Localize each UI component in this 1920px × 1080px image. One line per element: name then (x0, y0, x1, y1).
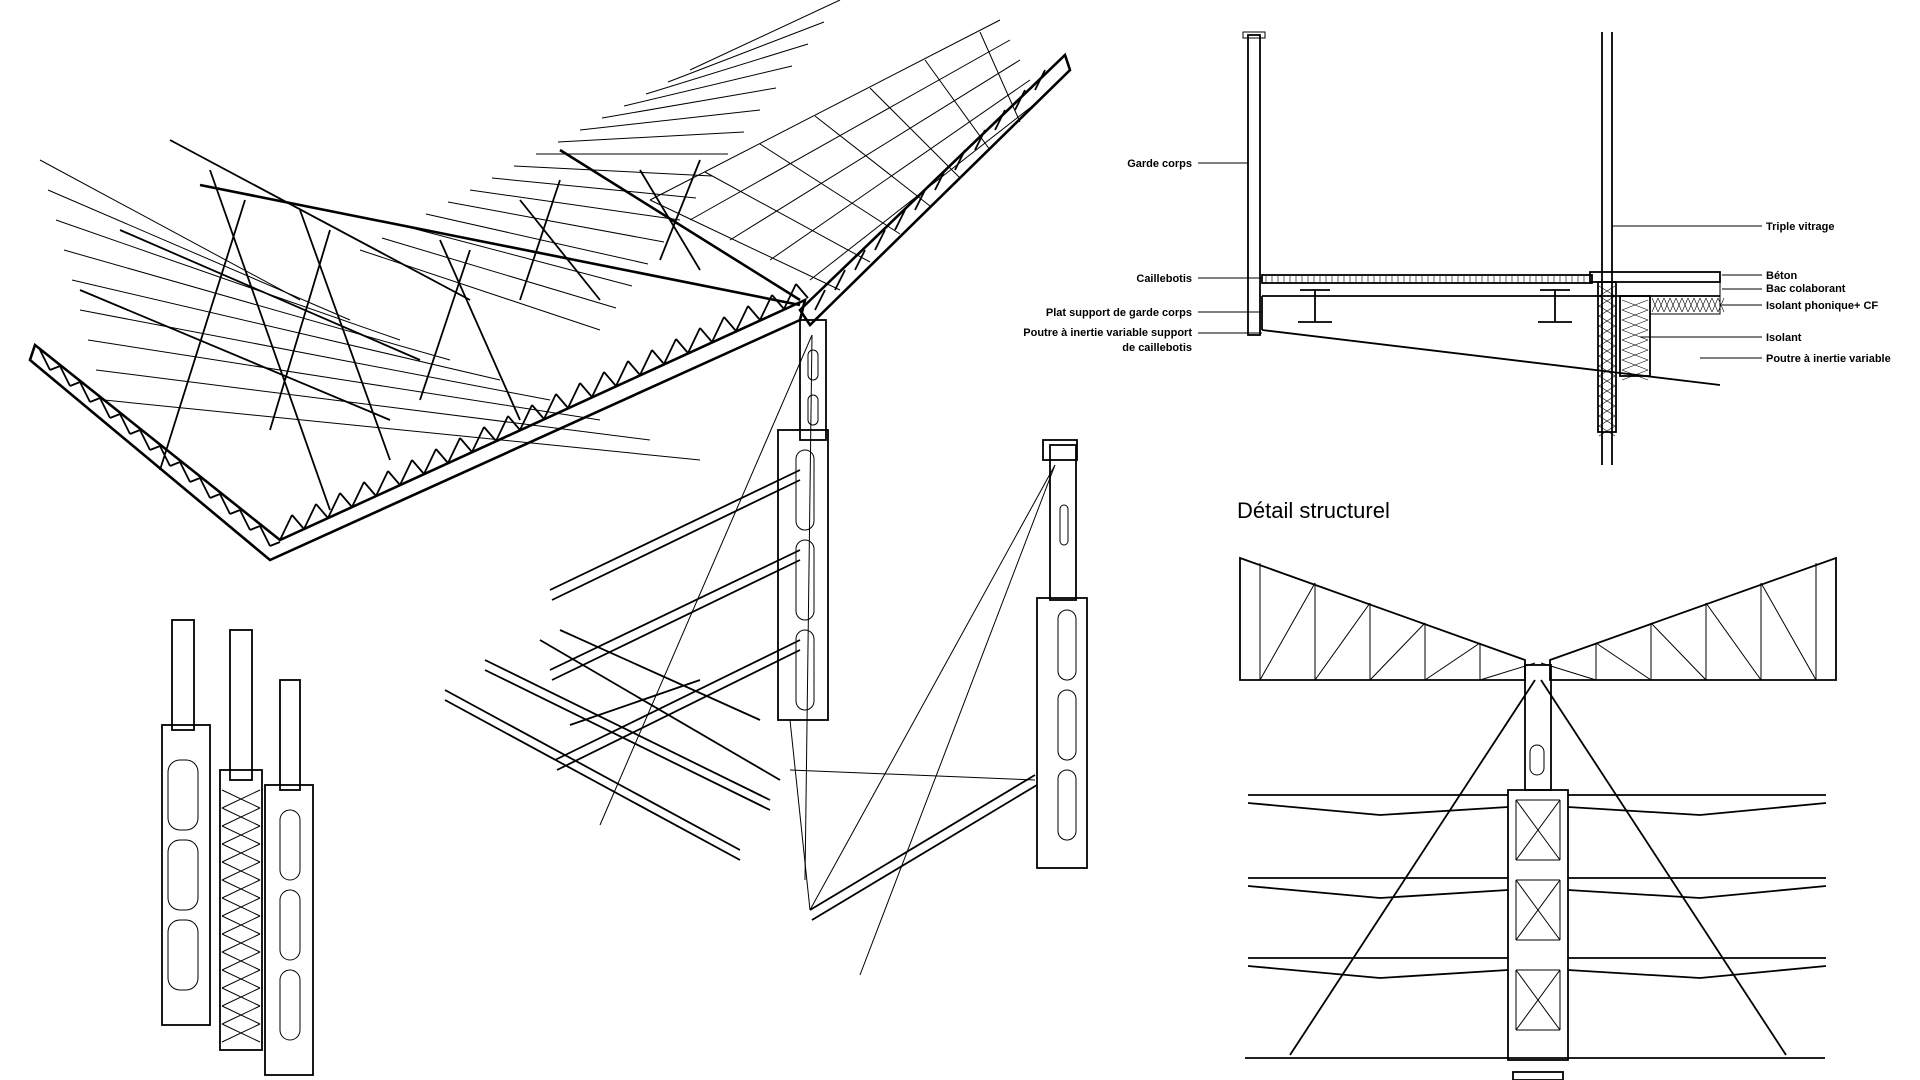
label-triple-vitrage: Triple vitrage (1766, 221, 1834, 233)
label-caillebotis: Caillebotis (1136, 273, 1192, 285)
label-beton: Béton (1766, 270, 1797, 282)
label-isolant-phonique: Isolant phonique+ CF (1766, 300, 1878, 312)
label-de-caillebotis: de caillebotis (1122, 342, 1192, 354)
exploded-column-parts (161, 619, 314, 1076)
label-garde-corps: Garde corps (1127, 158, 1192, 170)
floor-section-detail: Garde corps Caillebotis Plat support de … (1023, 31, 1891, 465)
label-plat-support: Plat support de garde corps (1046, 307, 1192, 319)
structural-detail-title: Détail structurel (1237, 498, 1390, 523)
isometric-column-assembly (444, 319, 1088, 976)
label-isolant: Isolant (1766, 332, 1802, 344)
label-bac-colaborant: Bac colaborant (1766, 283, 1846, 295)
structural-elevation-detail: Détail structurel (1237, 498, 1837, 1080)
label-poutre-support: Poutre à inertie variable support (1023, 327, 1192, 339)
label-poutre-inertie: Poutre à inertie variable (1766, 353, 1891, 365)
isometric-roof-structure (28, 0, 1072, 562)
